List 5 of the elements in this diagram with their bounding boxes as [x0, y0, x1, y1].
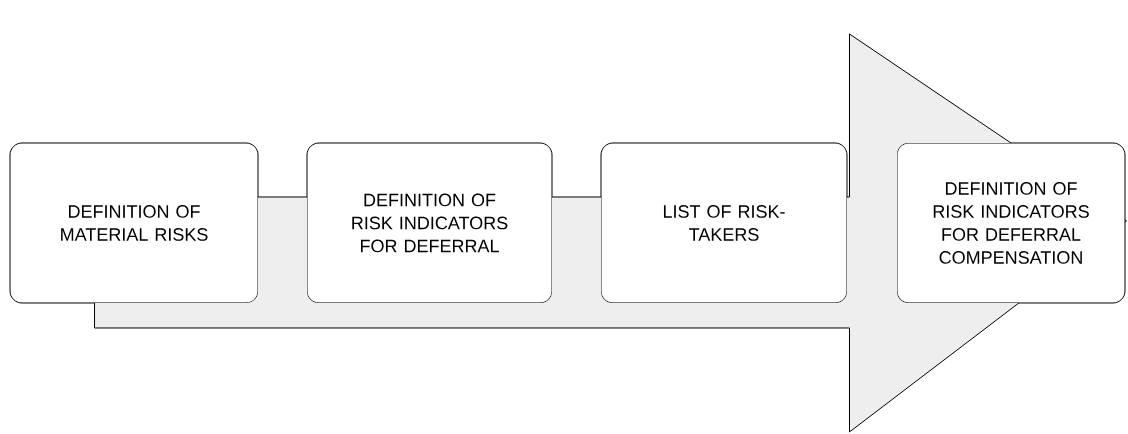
process-box: LIST OF RISK-TAKERS — [600, 142, 848, 304]
process-box: DEFINITION OF RISK INDICATORS FOR DEFERRAL — [306, 142, 553, 304]
block-arrow — [94, 33, 1127, 433]
process-box: DEFINITION OF RISK INDICATORS FOR DEFERRAL COMPENSATION — [896, 142, 1126, 304]
process-box: DEFINITION OF MATERIAL RISKS — [9, 142, 259, 304]
